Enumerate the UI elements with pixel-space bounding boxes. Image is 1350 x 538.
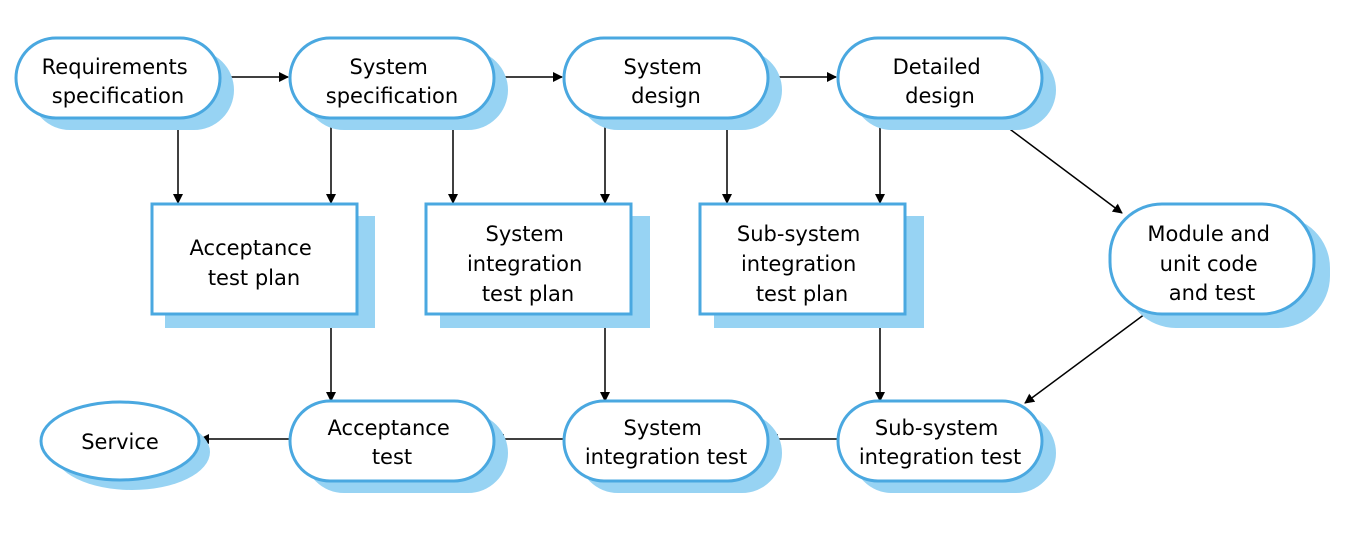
node-subsystem-integration-test: Sub-system integration test [836,399,1056,493]
node-system-integration-test: System integration test [562,399,782,493]
node-system-design: System design [562,36,782,130]
arrow-module-to-subinttest [1024,313,1146,404]
node-label: Sub-system integration test [859,416,1021,469]
node-label: Detailed design [893,55,988,108]
node-detailed-design: Detailed design [836,36,1056,130]
node-label: Sub-system integration test plan [737,222,867,306]
node-subsystem-integration-test-plan: Sub-system integration test plan [698,202,924,328]
node-acceptance-test-plan: Acceptance test plan [150,202,375,328]
node-label: Acceptance test plan [190,236,319,290]
arrow-detdesign-to-module [994,117,1123,214]
node-label: Acceptance test [328,416,457,469]
node-label: System integration test plan [467,222,589,306]
node-requirements-specification: Requirements specification [14,36,234,130]
node-label: System design [624,55,709,108]
node-label: System integration test [585,416,747,469]
node-label: Module and unit code and test [1147,222,1276,305]
node-label: Service [81,430,159,454]
node-acceptance-test: Acceptance test [288,399,508,493]
node-label: Requirements specification [42,55,195,108]
node-system-integration-test-plan: System integration test plan [424,202,650,328]
node-label: System specification [326,55,458,108]
node-module-unit-code-test: Module and unit code and test [1108,202,1330,328]
node-service: Service [39,400,210,490]
node-system-specification: System specification [288,36,508,130]
